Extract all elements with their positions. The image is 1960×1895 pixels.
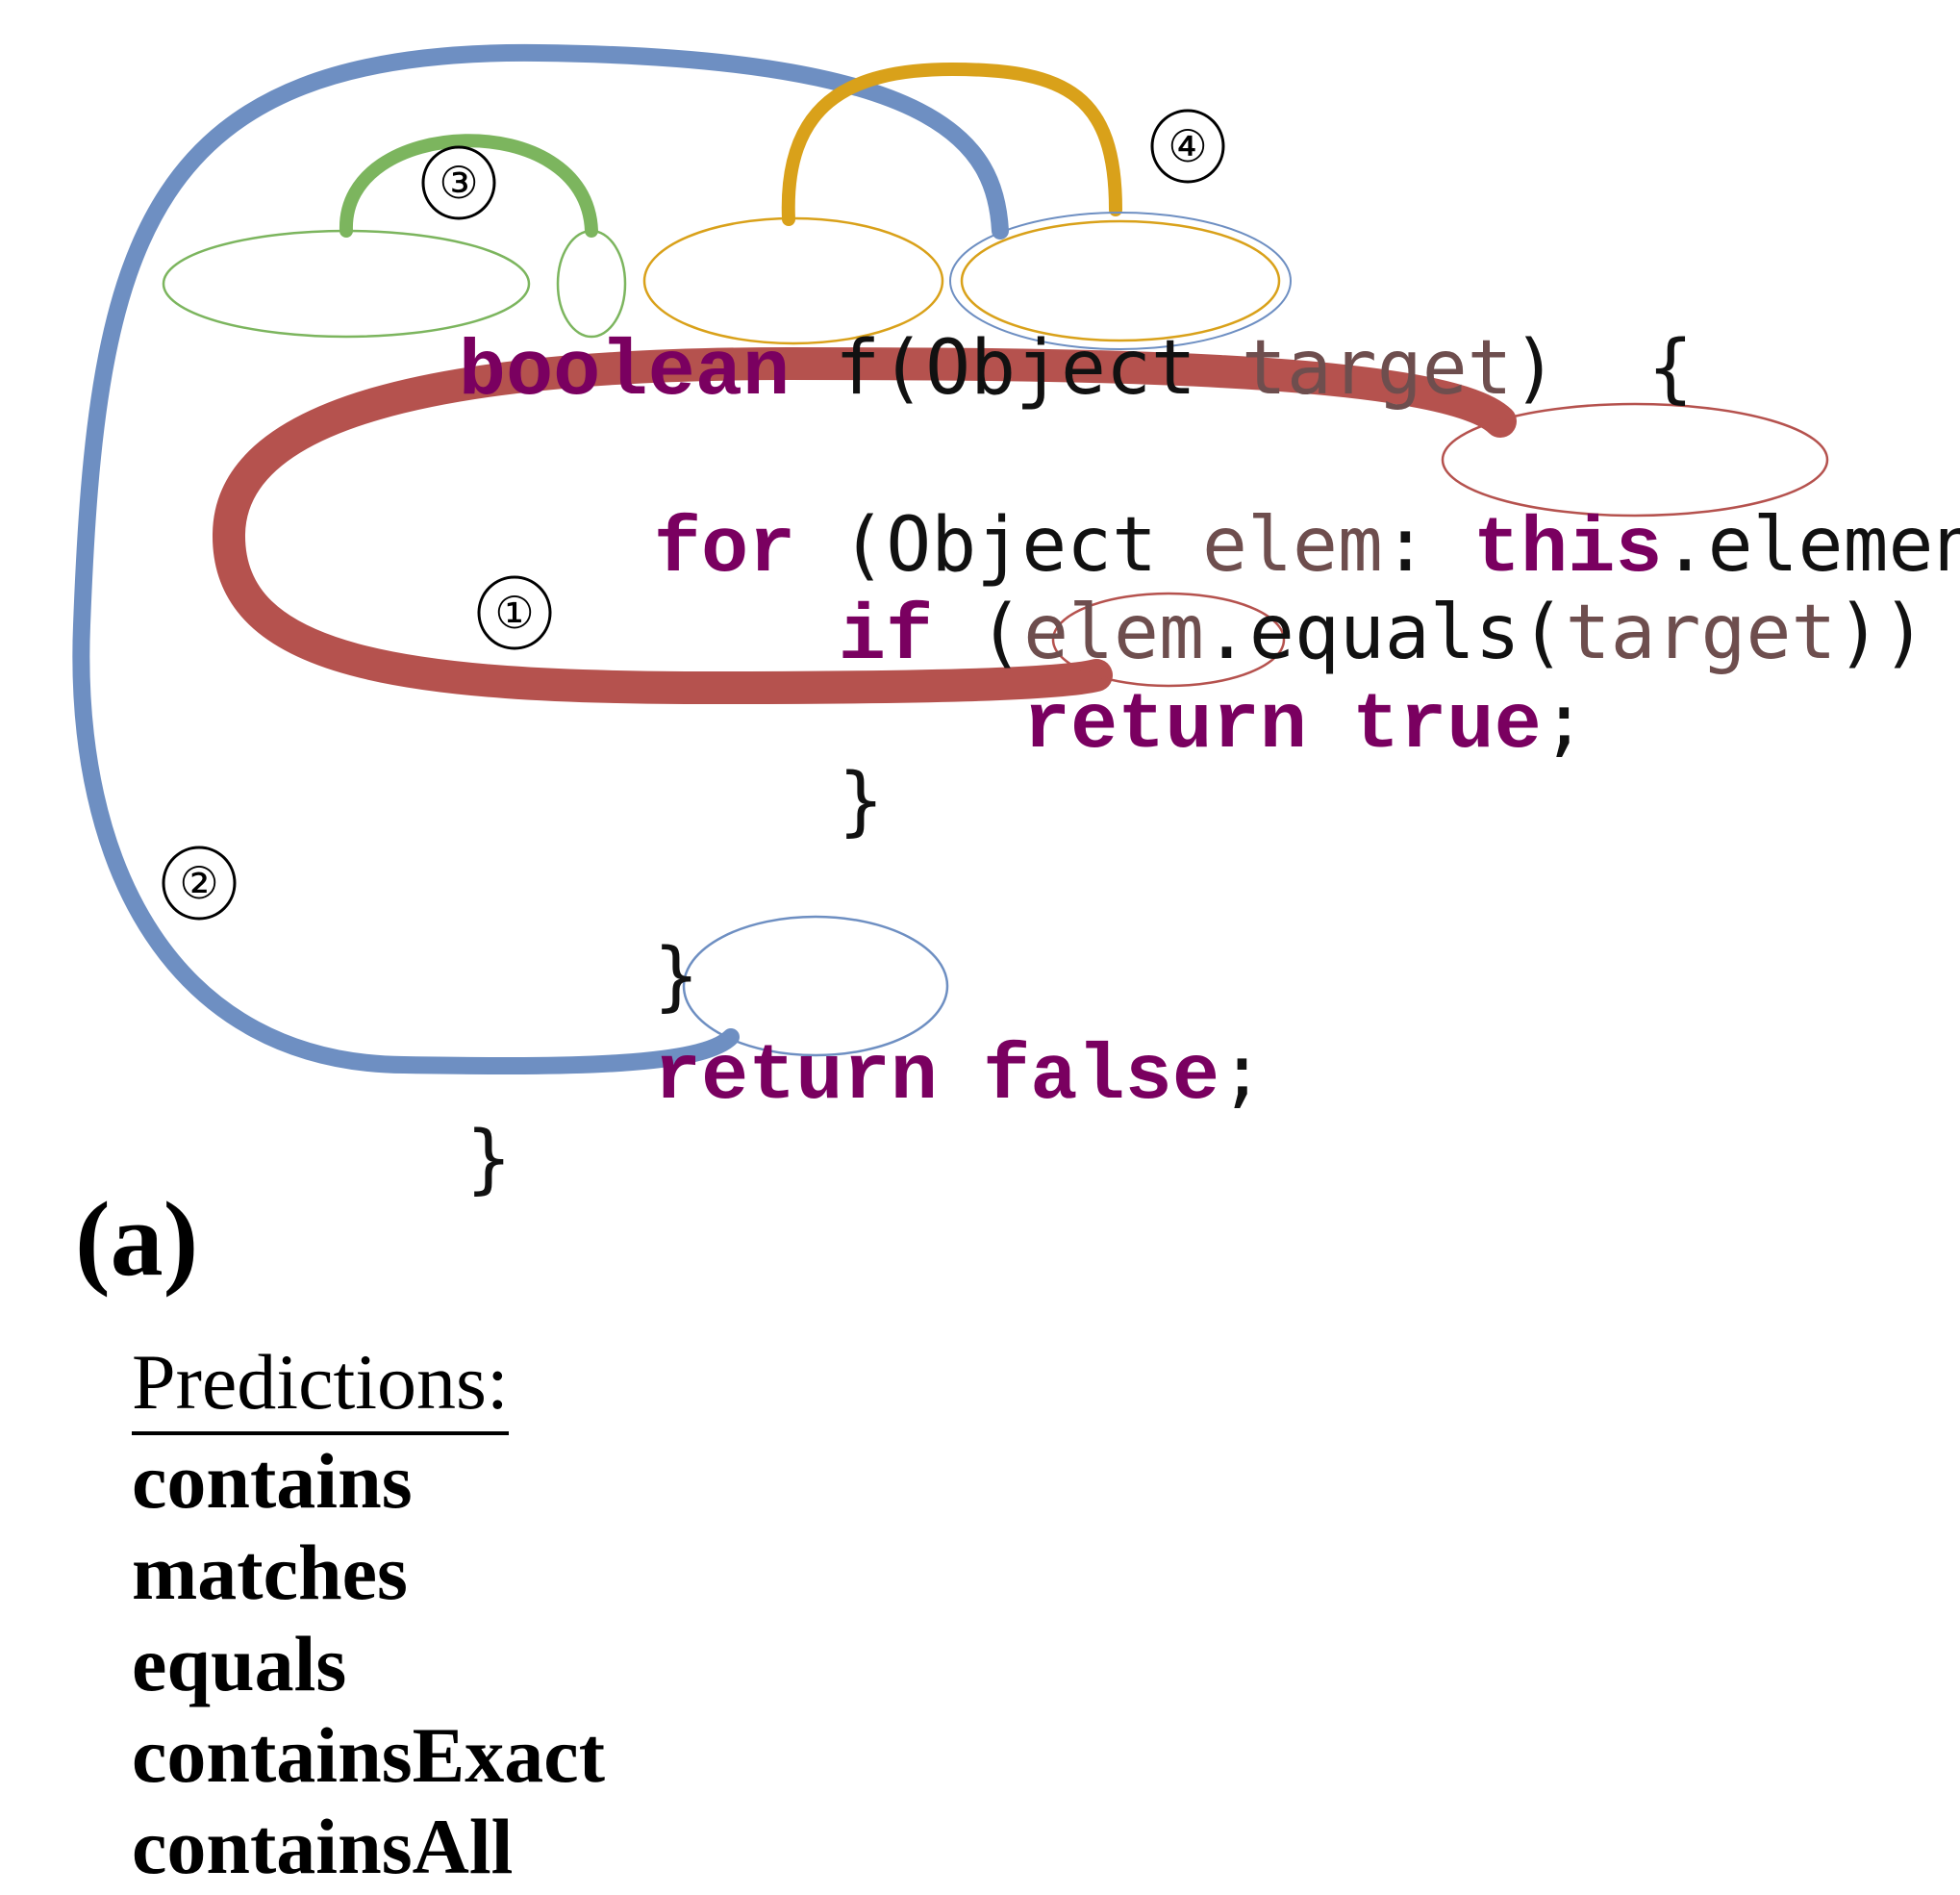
boolean-ellipse [162,229,531,339]
token-object-decl: (Object [795,502,1203,589]
figure-caption: (a) [75,1180,199,1298]
token-space [1196,325,1242,412]
code-line-6: } [383,846,699,1106]
token-close-paren: ) { [1512,325,1694,412]
token-colon: : [1382,502,1473,589]
token-space [938,1029,983,1116]
predictions-list: contains matches equals containsExact co… [132,1435,605,1892]
relation-2-path [72,43,1009,1075]
token-false: false [982,1032,1220,1122]
token-for: for [653,505,796,594]
token-true: true [1351,681,1542,771]
relation-3-path [339,134,598,238]
token-semicolon: ; [1541,678,1587,765]
code-line-5: } [567,671,884,931]
token-close-brace: } [838,758,884,845]
token-space [1307,678,1352,765]
token-return-false-kw: return [653,1032,939,1122]
token-elem: elem [1202,502,1383,589]
token-close-brace: } [465,1116,512,1202]
prediction-item: containsAll [132,1803,514,1890]
token-paren: ( [933,590,1024,676]
code-line-8: } [195,1029,512,1289]
token-if: if [838,593,934,682]
token-semicolon: ; [1219,1029,1265,1116]
token-close: )) { [1836,590,1927,676]
token-object-type: Object [925,325,1196,412]
code-line-7: return false; [383,943,1265,1207]
svg-text:④: ④ [1168,120,1207,172]
target-ellipse-orange [960,219,1281,342]
code-line-3: if (elem.equals(target)) { [567,503,1960,768]
true-ellipse [1051,592,1286,688]
marker-3: ③ [421,145,496,220]
relation-4-path [781,62,1122,226]
token-target-use: target [1565,590,1837,676]
svg-text:②: ② [179,857,218,909]
relation-1-path [212,346,1517,705]
token-elements: elements [1707,502,1960,589]
f-ellipse [556,229,627,339]
token-f: f( [790,325,926,412]
false-ellipse [682,915,949,1057]
elements-ellipse [1441,402,1829,518]
token-this: this [1472,505,1663,594]
prediction-item: equals [132,1620,347,1707]
token-return-true-kw: return [1022,681,1308,771]
predictions-heading: Predictions: [132,1337,509,1435]
token-boolean: boolean [458,328,791,417]
code-line-2: for (Object elem: this.elements) { [383,416,1960,680]
prediction-item: matches [132,1529,408,1616]
prediction-item: containsExact [132,1711,605,1799]
marker-2: ② [162,846,237,921]
token-elem-use: elem [1023,590,1204,676]
prediction-item: contains [132,1437,413,1525]
marker-1: ① [477,575,552,650]
token-dot: . [1662,502,1708,589]
svg-text:③: ③ [439,157,478,209]
target-ellipse-blue [949,212,1292,350]
svg-text:①: ① [494,587,534,639]
marker-4: ④ [1150,109,1225,184]
token-close-brace: } [653,933,699,1020]
object-ellipse [642,216,944,345]
token-target-param: target [1241,325,1513,412]
code-line-4: return true; [752,592,1587,856]
code-line-1: boolean f(Object target) { [188,239,1694,503]
token-equals: .equals( [1203,590,1566,676]
